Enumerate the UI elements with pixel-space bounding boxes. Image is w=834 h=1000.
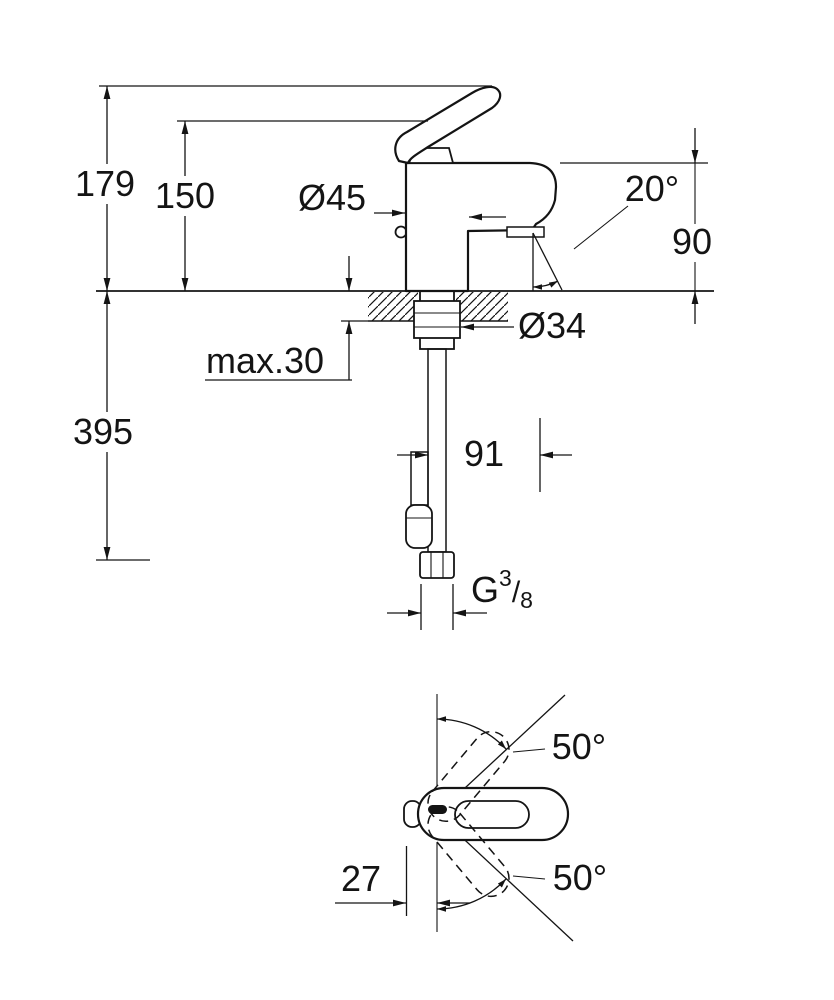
leader-line [573,205,629,250]
side-view: 179 150 395 Ø45 20° [63,85,717,630]
thread-g: G [471,569,499,610]
angle-arc [436,878,507,912]
faucet-body [394,85,558,293]
hose-connector-short [405,504,433,549]
lever-handle [394,85,502,165]
body-spout-outline [404,161,558,293]
thread-numerator: 3 [499,565,512,591]
dimension-spout-height: 90 [560,128,717,324]
deck-hatch-left [368,292,418,321]
dimension-handle-front-offset: 27 [335,846,470,916]
dim-50deg-up-label: 50° [552,726,606,767]
dim-d45-label: Ø45 [298,177,366,218]
angle-arc [436,716,507,750]
pop-up-rod-knob [394,225,408,239]
dimension-thread: G3/8 [387,565,533,630]
dimension-length-below-deck: 395 [63,291,150,561]
top-view: 50° 50° 27 [335,694,607,942]
label-backplate [63,412,143,452]
dimension-handle-height: 150 [149,120,428,291]
dimension-spray-angle: 20° [532,168,679,291]
dim-max30-label: max.30 [206,340,324,381]
leader-line [512,748,546,753]
label-backplate [667,224,717,262]
spout-slot [454,800,530,829]
angle-leg-slanted [532,232,563,291]
dim-150-label: 150 [155,175,215,216]
dim-g38-label: G3/8 [471,565,533,613]
dim-20deg-label: 20° [625,168,679,209]
leader-line [512,875,546,880]
flex-hose-short [410,451,429,506]
dim-179-label: 179 [75,163,135,204]
dim-90-label: 90 [672,221,712,262]
dimension-swing-down: 50° [436,857,607,912]
label-backplate [149,176,221,216]
dim-91-label: 91 [464,433,504,474]
thread-slash: / [512,576,521,609]
dimension-hole-diameter: Ø34 [461,305,586,346]
under-deck-assembly [405,290,461,579]
dim-50deg-down-label: 50° [553,857,607,898]
dim-395-label: 395 [73,411,133,452]
angle-arc [532,280,559,290]
label-backplate [68,164,142,204]
aerator-outlet [506,226,545,238]
dimension-swing-up: 50° [436,716,606,767]
thread-denominator: 8 [520,587,533,613]
dim-d34-label: Ø34 [518,305,586,346]
mounting-deck [96,290,714,322]
dimension-total-height: 179 [68,85,492,291]
dim-27-label: 27 [341,858,381,899]
dimension-max-deck-thickness: max.30 [205,256,368,381]
hose-fitting-g38 [419,551,455,579]
dimension-hose-offset: 91 [397,418,572,492]
deck-hatch-right [456,292,508,321]
mounting-nut [413,300,461,339]
dimension-body-diameter: Ø45 [298,177,506,221]
